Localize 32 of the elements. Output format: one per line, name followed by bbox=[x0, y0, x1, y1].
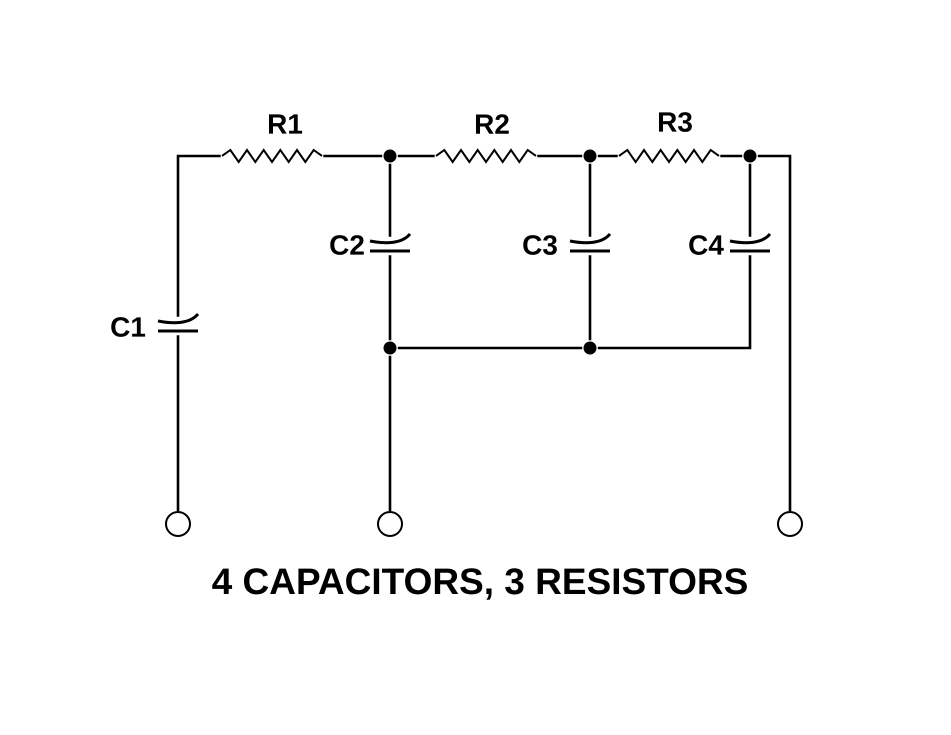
wire bbox=[598, 154, 618, 158]
component-label: C2 bbox=[330, 235, 364, 255]
terminal-circle bbox=[165, 511, 191, 537]
wire bbox=[388, 356, 392, 511]
component-label: C3 bbox=[523, 235, 557, 255]
wire bbox=[176, 154, 221, 317]
wire bbox=[588, 164, 592, 237]
wire bbox=[720, 154, 742, 158]
junction-dot bbox=[744, 150, 756, 162]
junction-dot bbox=[384, 342, 396, 354]
wire bbox=[398, 154, 435, 158]
wire bbox=[598, 255, 752, 350]
component-label: C1 bbox=[111, 317, 146, 337]
component-label: C4 bbox=[689, 235, 724, 255]
caption: 4 CAPACITORS, 3 RESISTORS bbox=[212, 568, 747, 600]
junction-dot bbox=[584, 150, 596, 162]
wire bbox=[537, 154, 582, 158]
wire bbox=[748, 164, 752, 237]
junction-dot bbox=[584, 342, 596, 354]
wire bbox=[176, 335, 180, 511]
terminal-circle bbox=[377, 511, 403, 537]
wire bbox=[388, 164, 392, 237]
junction-dot bbox=[384, 150, 396, 162]
wire bbox=[758, 154, 792, 511]
wire bbox=[388, 255, 392, 340]
component-label: R1 bbox=[268, 114, 302, 134]
component-label: R3 bbox=[658, 112, 692, 132]
wire bbox=[323, 154, 382, 158]
wire bbox=[588, 255, 592, 340]
component-label: R2 bbox=[476, 114, 509, 134]
wire bbox=[398, 346, 582, 350]
terminal-circle bbox=[777, 511, 803, 537]
